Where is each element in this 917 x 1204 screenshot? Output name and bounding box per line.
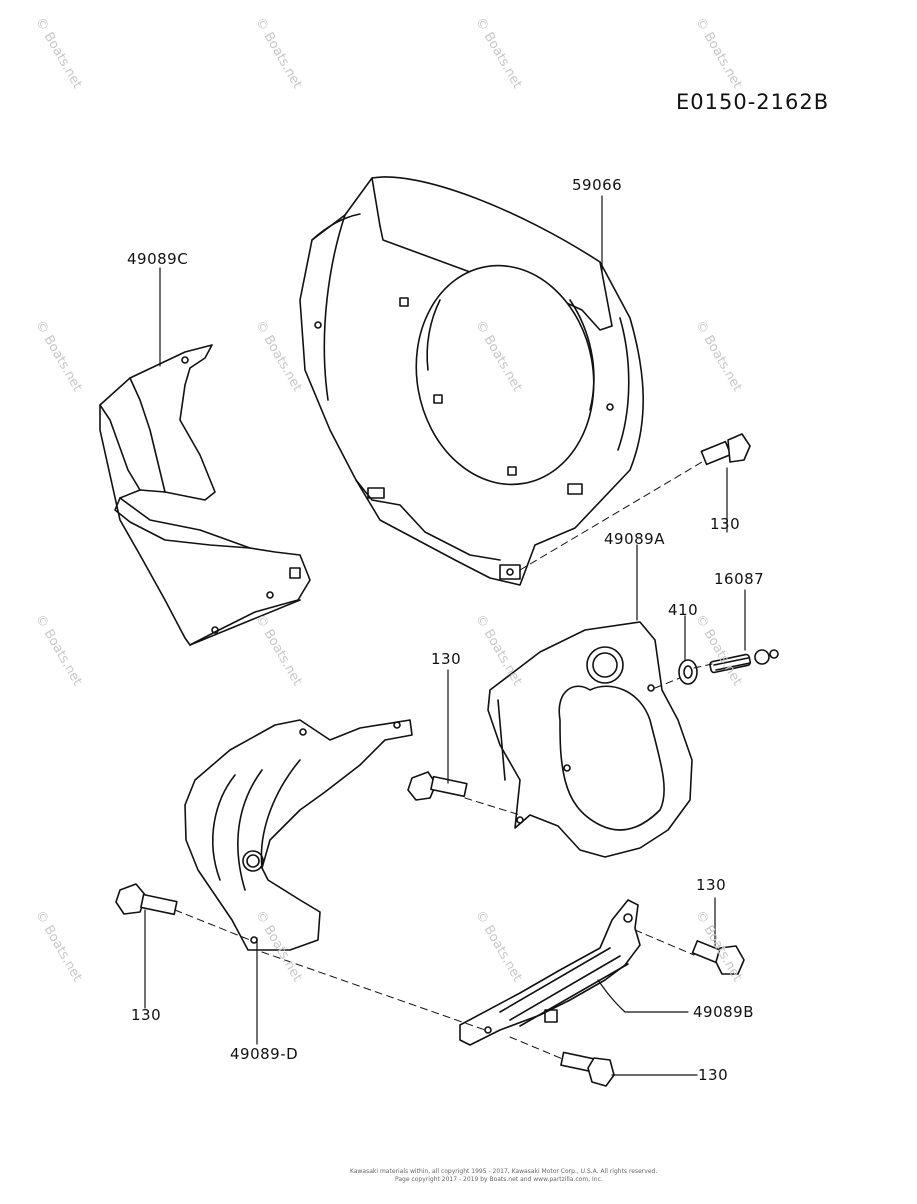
- label-49089d: 49089-D: [230, 1045, 299, 1063]
- stud-16087: [709, 649, 779, 674]
- footer-source: Page copyright 2017 - 2019 by Boats.net …: [395, 1176, 603, 1183]
- bolt-130-3: [115, 883, 178, 916]
- label-130-3: 130: [696, 876, 727, 894]
- leader-lines: [144, 195, 746, 1076]
- label-130-5: 130: [698, 1066, 729, 1084]
- cover-49089b: [459, 899, 641, 1046]
- label-49089a: 49089A: [604, 530, 665, 548]
- gasket-410-hole: [683, 665, 693, 679]
- bolt-130-5: [560, 1051, 615, 1087]
- diagram-code: E0150-2162B: [676, 90, 830, 114]
- fan-shroud-59066: [299, 176, 644, 586]
- label-130-1: 130: [710, 515, 741, 533]
- label-59066: 59066: [572, 176, 623, 194]
- footer-copyright: Kawasaki materials within, all copyright…: [350, 1168, 658, 1175]
- alignment-lines: [174, 461, 713, 1061]
- cover-49089a: [487, 621, 693, 858]
- label-49089c: 49089C: [127, 250, 189, 268]
- bolt-130-2: [407, 771, 468, 801]
- cover-49089d: [184, 719, 413, 951]
- bolt-130-4: [691, 940, 745, 975]
- gasket-410: [678, 659, 698, 685]
- label-130-4: 130: [131, 1006, 162, 1024]
- bolt-130-1: [700, 433, 751, 466]
- label-16087: 16087: [714, 570, 765, 588]
- label-130-2: 130: [431, 650, 462, 668]
- label-410: 410: [668, 601, 699, 619]
- label-49089b: 49089B: [693, 1003, 755, 1021]
- cover-49089c: [99, 344, 311, 646]
